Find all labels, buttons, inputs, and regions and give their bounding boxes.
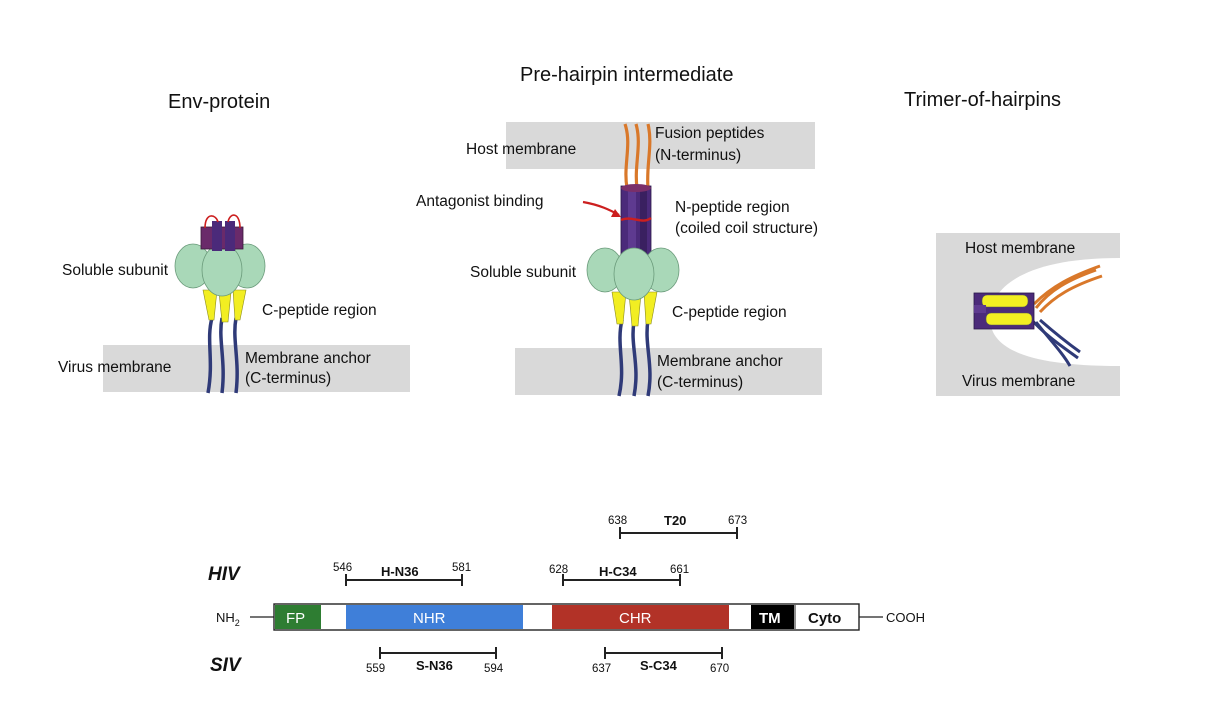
env-protein-panel: Env-protein Soluble subunit C- (58, 91, 410, 393)
env-virus-membrane-label: Virus membrane (58, 359, 171, 376)
env-anchor-label-2: (C-terminus) (245, 370, 331, 387)
gp41-domain-map: FP NHR CHR TM Cyto NH2 COOH HIV SIV 638 … (208, 513, 925, 676)
prehairpin-anchor-label-2: (C-terminus) (657, 374, 743, 391)
t20-name: T20 (664, 513, 686, 528)
prehairpin-anchor-label-1: Membrane anchor (657, 353, 783, 370)
tm-label: TM (759, 610, 781, 627)
sn36-start: 559 (366, 663, 385, 675)
sc34-name: S-C34 (640, 658, 678, 673)
hn36-end: 581 (452, 562, 471, 574)
nh2-label: NH2 (216, 610, 240, 628)
siv-label: SIV (210, 655, 242, 676)
peptide-h-c34: 628 H-C34 661 (549, 564, 689, 586)
n-peptide-coil (621, 184, 651, 258)
env-soluble-label: Soluble subunit (62, 262, 169, 279)
cooh-label: COOH (886, 610, 925, 625)
hn36-name: H-N36 (381, 564, 419, 579)
fusion-label-1: Fusion peptides (655, 125, 765, 142)
t20-start: 638 (608, 515, 627, 527)
nhr-label: NHR (413, 610, 446, 627)
prehairpin-panel: Pre-hairpin intermediate (416, 64, 822, 396)
trimer-host-membrane-label: Host membrane (965, 240, 1075, 257)
sc34-start: 637 (592, 663, 611, 675)
sc34-end: 670 (710, 663, 729, 675)
npeptide-label-2: (coiled coil structure) (675, 220, 818, 237)
fp-label: FP (286, 610, 305, 627)
hc34-start: 628 (549, 564, 568, 576)
soluble-subunit-spheres (175, 244, 265, 296)
hn36-start: 546 (333, 562, 352, 574)
trimer-virus-membrane-label: Virus membrane (962, 373, 1075, 390)
peptide-s-n36: 559 S-N36 594 (366, 647, 504, 675)
hc34-name: H-C34 (599, 564, 637, 579)
chr-label: CHR (619, 610, 652, 627)
trimer-panel: Trimer-of-hairpins Host membrane Virus m… (904, 89, 1120, 396)
sn36-end: 594 (484, 663, 504, 675)
trimer-title: Trimer-of-hairpins (904, 89, 1061, 111)
prehairpin-cpeptide-label: C-peptide region (672, 304, 787, 321)
hairpin-bundle (974, 293, 1034, 329)
coiled-coil-top (201, 215, 243, 251)
fusion-label-2: (N-terminus) (655, 147, 741, 164)
peptide-t20: 638 T20 673 (608, 513, 747, 539)
env-title: Env-protein (168, 91, 270, 113)
hiv-label: HIV (208, 564, 241, 585)
npeptide-label-1: N-peptide region (675, 199, 790, 216)
env-cpeptide-label: C-peptide region (262, 302, 377, 319)
sn36-name: S-N36 (416, 658, 453, 673)
antagonist-label: Antagonist binding (416, 193, 544, 210)
env-anchor-label-1: Membrane anchor (245, 350, 371, 367)
hc34-end: 661 (670, 564, 689, 576)
cyto-label: Cyto (808, 610, 841, 627)
prehairpin-soluble-spheres (587, 248, 679, 300)
peptide-h-n36: 546 H-N36 581 (333, 562, 471, 586)
t20-end: 673 (728, 515, 747, 527)
prehairpin-soluble-label: Soluble subunit (470, 264, 577, 281)
peptide-s-c34: 637 S-C34 670 (592, 647, 729, 675)
antagonist-arrow (583, 202, 621, 217)
host-membrane-label: Host membrane (466, 141, 576, 158)
prehairpin-title: Pre-hairpin intermediate (520, 64, 733, 86)
